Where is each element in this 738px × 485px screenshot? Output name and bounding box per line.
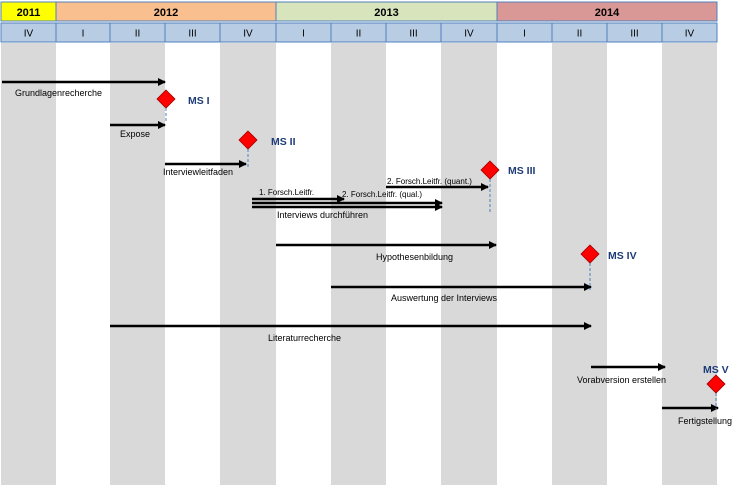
task-label: Literaturrecherche bbox=[268, 333, 341, 343]
quarter-label: II bbox=[356, 29, 362, 40]
column-stripe bbox=[220, 43, 276, 485]
task-label: Fertigstellung bbox=[678, 416, 732, 426]
column-stripe bbox=[1, 43, 56, 485]
year-header-row: 2011 2012 2013 2014 bbox=[0, 1, 718, 22]
task-label: Grundlagenrecherche bbox=[15, 88, 102, 98]
task-label: 2. Forsch.Leitfr. (qual.) bbox=[342, 190, 422, 199]
milestone-diamond-icon bbox=[480, 160, 500, 180]
quarter-label: II bbox=[577, 29, 583, 40]
quarter-label: I bbox=[302, 29, 305, 40]
task-label: Vorabversion erstellen bbox=[577, 375, 666, 385]
quarter-label: IV bbox=[464, 29, 474, 40]
milestones: MS I MS II MS III MS IV MS V bbox=[156, 89, 729, 409]
column-stripe bbox=[331, 43, 386, 485]
milestone-diamond-icon bbox=[706, 374, 726, 394]
quarter-label: III bbox=[630, 29, 638, 40]
milestone-diamond-icon bbox=[580, 244, 600, 264]
column-stripe bbox=[110, 43, 165, 485]
task-label: Hypothesenbildung bbox=[376, 252, 453, 262]
milestone-label: MS III bbox=[508, 165, 536, 177]
column-stripes bbox=[1, 43, 717, 485]
quarter-label: IV bbox=[24, 29, 34, 40]
milestone-label: MS II bbox=[271, 136, 296, 148]
milestone-label: MS I bbox=[188, 95, 210, 107]
milestone-label: MS V bbox=[703, 364, 729, 376]
quarter-label: I bbox=[523, 29, 526, 40]
year-cell bbox=[496, 1, 718, 22]
milestone-diamond-icon bbox=[156, 89, 176, 109]
task-label: Expose bbox=[120, 129, 150, 139]
task-label: 2. Forsch.Leitfr. (quant.) bbox=[387, 177, 472, 186]
task-label: Interviewleitfaden bbox=[163, 167, 233, 177]
column-stripe bbox=[441, 43, 497, 485]
task-arrows: GrundlagenrechercheExposeInterviewleitfa… bbox=[2, 78, 732, 426]
quarter-label: III bbox=[409, 29, 417, 40]
task-label: Interviews durchführen bbox=[277, 210, 368, 220]
task-label: Auswertung der Interviews bbox=[391, 293, 498, 303]
year-label: 2013 bbox=[374, 7, 398, 19]
quarter-label: II bbox=[135, 29, 141, 40]
year-label: 2014 bbox=[595, 7, 620, 19]
year-label: 2011 bbox=[17, 7, 41, 19]
year-label: 2012 bbox=[154, 7, 178, 19]
task-label: 1. Forsch.Leitfr. bbox=[259, 188, 314, 197]
quarter-cell bbox=[661, 22, 718, 43]
column-stripe bbox=[662, 43, 717, 485]
milestone-label: MS IV bbox=[608, 250, 637, 262]
quarter-label: I bbox=[82, 29, 85, 40]
quarter-label: III bbox=[188, 29, 196, 40]
quarter-label: IV bbox=[243, 29, 253, 40]
milestone-diamond-icon bbox=[238, 130, 258, 150]
column-stripe bbox=[552, 43, 607, 485]
quarter-label: IV bbox=[685, 29, 695, 40]
